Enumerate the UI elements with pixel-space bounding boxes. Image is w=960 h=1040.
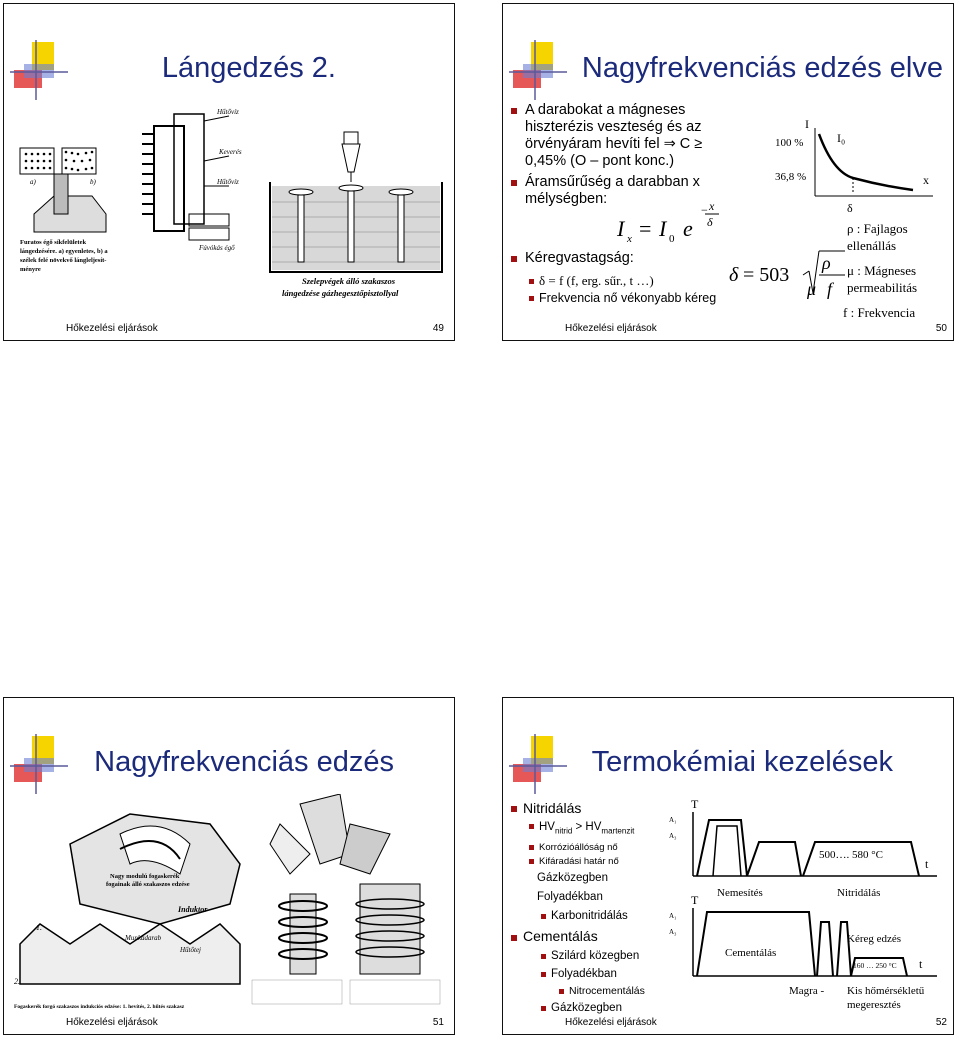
page-number: 52 (935, 1017, 947, 1028)
bullet-list: Nitridálás HVnitrid > HVmartenzit Korróz… (511, 798, 671, 1017)
logo-deco (10, 734, 68, 794)
page-number: 50 (935, 323, 947, 334)
svg-text:1.: 1. (36, 923, 42, 932)
svg-text:Magra -: Magra - (789, 985, 824, 997)
svg-text:A₁: A₁ (669, 816, 677, 824)
svg-text:=: = (639, 216, 651, 241)
bullet-aramsuruseg: Áramsűrűség a darabban x mélységben: (511, 174, 700, 208)
svg-text:I: I (658, 216, 668, 241)
svg-text:A₁: A₁ (669, 912, 677, 920)
svg-text:A₃: A₃ (669, 928, 677, 936)
slide-title: Lángedzés 2. (161, 52, 336, 84)
svg-text:x: x (708, 202, 715, 213)
slide-51: Nagyfrekvenciás edzés Nagy modulú fogask… (3, 697, 455, 1035)
slide-footer: Hőkezelési eljárások (565, 323, 657, 334)
sub-bullet-delta: δ = f (f, erg. sűr., t …) (529, 272, 654, 289)
svg-text:500…. 580 °C: 500…. 580 °C (819, 849, 883, 861)
svg-text:Fogaskerék forgó szakaszos ind: Fogaskerék forgó szakaszos indukciós edz… (14, 1004, 185, 1010)
svg-text:Hűtővíz: Hűtővíz (216, 178, 239, 186)
svg-text:f: f (827, 279, 835, 299)
bullet-keregvastagsag: Kéregvastagság: (511, 250, 634, 267)
svg-text:160 … 250 °C: 160 … 250 °C (853, 961, 897, 970)
svg-text:−: − (701, 203, 708, 217)
page-number: 49 (432, 323, 444, 334)
svg-text:x: x (923, 173, 929, 187)
svg-text:T: T (691, 893, 699, 907)
logo-deco (10, 40, 68, 100)
svg-text:megeresztés: megeresztés (847, 999, 901, 1011)
formula-legend: ρ : Fajlagos ellenállás μ : Mágneses per… (843, 221, 918, 320)
item-hv: HVnitrid > HVmartenzit (511, 818, 671, 840)
current-density-formula: I x = I 0 e − x δ (616, 202, 719, 245)
svg-text:I: I (616, 216, 626, 241)
thermo-diagram: T A₁ A₃ 500…. 580 °C t Nemesítés Nitridá… (669, 797, 937, 1011)
svg-text:Induktor: Induktor (177, 905, 208, 914)
item-szilard: Szilárd közegben (511, 947, 671, 965)
svg-text:Nagy modulú fogaskerék f: Nagy modulú fogaskerék fogainak álló sza… (106, 873, 190, 888)
valve-figure: Szelepvégek álló szakaszos lángedzése gá… (269, 131, 443, 298)
svg-text:δ: δ (847, 201, 853, 215)
svg-text:δ: δ (707, 215, 713, 229)
slide-52: Termokémiai kezelések Nitridálás HVnitri… (502, 697, 954, 1035)
item-cementalas: Cementálás (511, 925, 671, 947)
slide-title: Nagyfrekvenciás edzés elve (581, 52, 943, 84)
svg-text:t: t (919, 957, 923, 971)
svg-text:0: 0 (669, 233, 675, 245)
svg-text:36,8 %: 36,8 % (775, 171, 806, 183)
svg-text:Keverés: Keverés (218, 148, 242, 156)
slide-title: Nagyfrekvenciás edzés (94, 746, 394, 778)
item-folyadek-1: Folyadékban (537, 891, 603, 904)
logo-deco (509, 734, 567, 794)
svg-text:Kis hőmérsékletű: Kis hőmérsékletű (847, 985, 925, 997)
svg-text:Nitridálás: Nitridálás (837, 887, 880, 899)
svg-text:x: x (626, 233, 632, 245)
svg-text:a): a) (30, 178, 37, 186)
svg-text:A₃: A₃ (669, 832, 677, 840)
svg-text:Munkadarab: Munkadarab (124, 934, 162, 942)
svg-text:μ: μ (806, 279, 816, 299)
svg-text:2.: 2. (14, 977, 20, 986)
svg-text:T: T (691, 797, 699, 811)
delta-formula: δ = 503 ρ μ f (729, 250, 845, 299)
svg-text:Furatos égő síkfelületek: Furatos égő síkfelületek lángedzésére. a… (20, 239, 109, 273)
slide-title: Termokémiai kezelések (591, 746, 893, 778)
slide-footer: Hőkezelési eljárások (66, 323, 158, 334)
svg-text:Hűtőtej: Hűtőtej (179, 946, 201, 954)
item-nitrocementalas: Nitrocementálás (511, 983, 671, 999)
bullet-hiszterezis: A darabokat a mágneses hiszterézis veszt… (511, 102, 702, 170)
svg-text:t: t (925, 857, 929, 871)
item-gazkozeg-1: Gázközegben (537, 872, 608, 885)
item-folyadek-2: Folyadékban (511, 965, 671, 983)
svg-text:e: e (683, 216, 693, 241)
page-number: 51 (432, 1017, 444, 1028)
sub-bullet-frekvencia: Frekvencia nő vékonyabb kéreg (529, 290, 716, 307)
svg-text:Hűtővíz: Hűtővíz (216, 108, 239, 116)
item-kifaradasi: Kifáradási határ nő (511, 855, 671, 869)
item-nitridalas: Nitridálás (511, 798, 671, 818)
item-korrozio: Korrózióállóság nő (511, 840, 671, 855)
svg-text:I: I (805, 117, 809, 131)
svg-text:b): b) (90, 178, 97, 186)
svg-text:I₀: I₀ (837, 131, 845, 145)
induction-figure: Nagy modulú fogaskerék fogainak álló sza… (14, 794, 441, 1010)
svg-text:= 503: = 503 (743, 264, 789, 286)
svg-text:100 %: 100 % (775, 137, 803, 149)
item-gazkozeg-2: Gázközegben (511, 999, 671, 1017)
decay-graph: I 100 % 36,8 % I₀ x δ (775, 117, 933, 215)
svg-text:Nemesítés: Nemesítés (717, 887, 763, 899)
item-karbonitridalas: Karbonitridálás (511, 907, 671, 925)
svg-text:δ: δ (729, 264, 739, 286)
svg-text:Cementálás: Cementálás (725, 947, 776, 959)
slide-footer: Hőkezelési eljárások (66, 1017, 158, 1028)
svg-text:Fúvókás égő: Fúvókás égő (198, 244, 235, 252)
logo-deco (509, 40, 567, 100)
slide-footer: Hőkezelési eljárások (565, 1017, 657, 1028)
burner-figure: Hűtővíz Keverés Hűtővíz Fúvókás égő a) b… (19, 108, 242, 273)
svg-text:Kéreg edzés: Kéreg edzés (847, 933, 901, 945)
svg-text:Szelepvégek álló szakaszos: Szelepvégek álló szakaszos lángedzése gá… (282, 276, 399, 298)
slide-49: Lángedzés 2. Hűtővíz Keverés Hűtővíz Fúv… (3, 3, 455, 341)
slide-50: Nagyfrekvenciás edzés elve A darabokat a… (502, 3, 954, 341)
svg-text:ρ: ρ (821, 253, 831, 273)
